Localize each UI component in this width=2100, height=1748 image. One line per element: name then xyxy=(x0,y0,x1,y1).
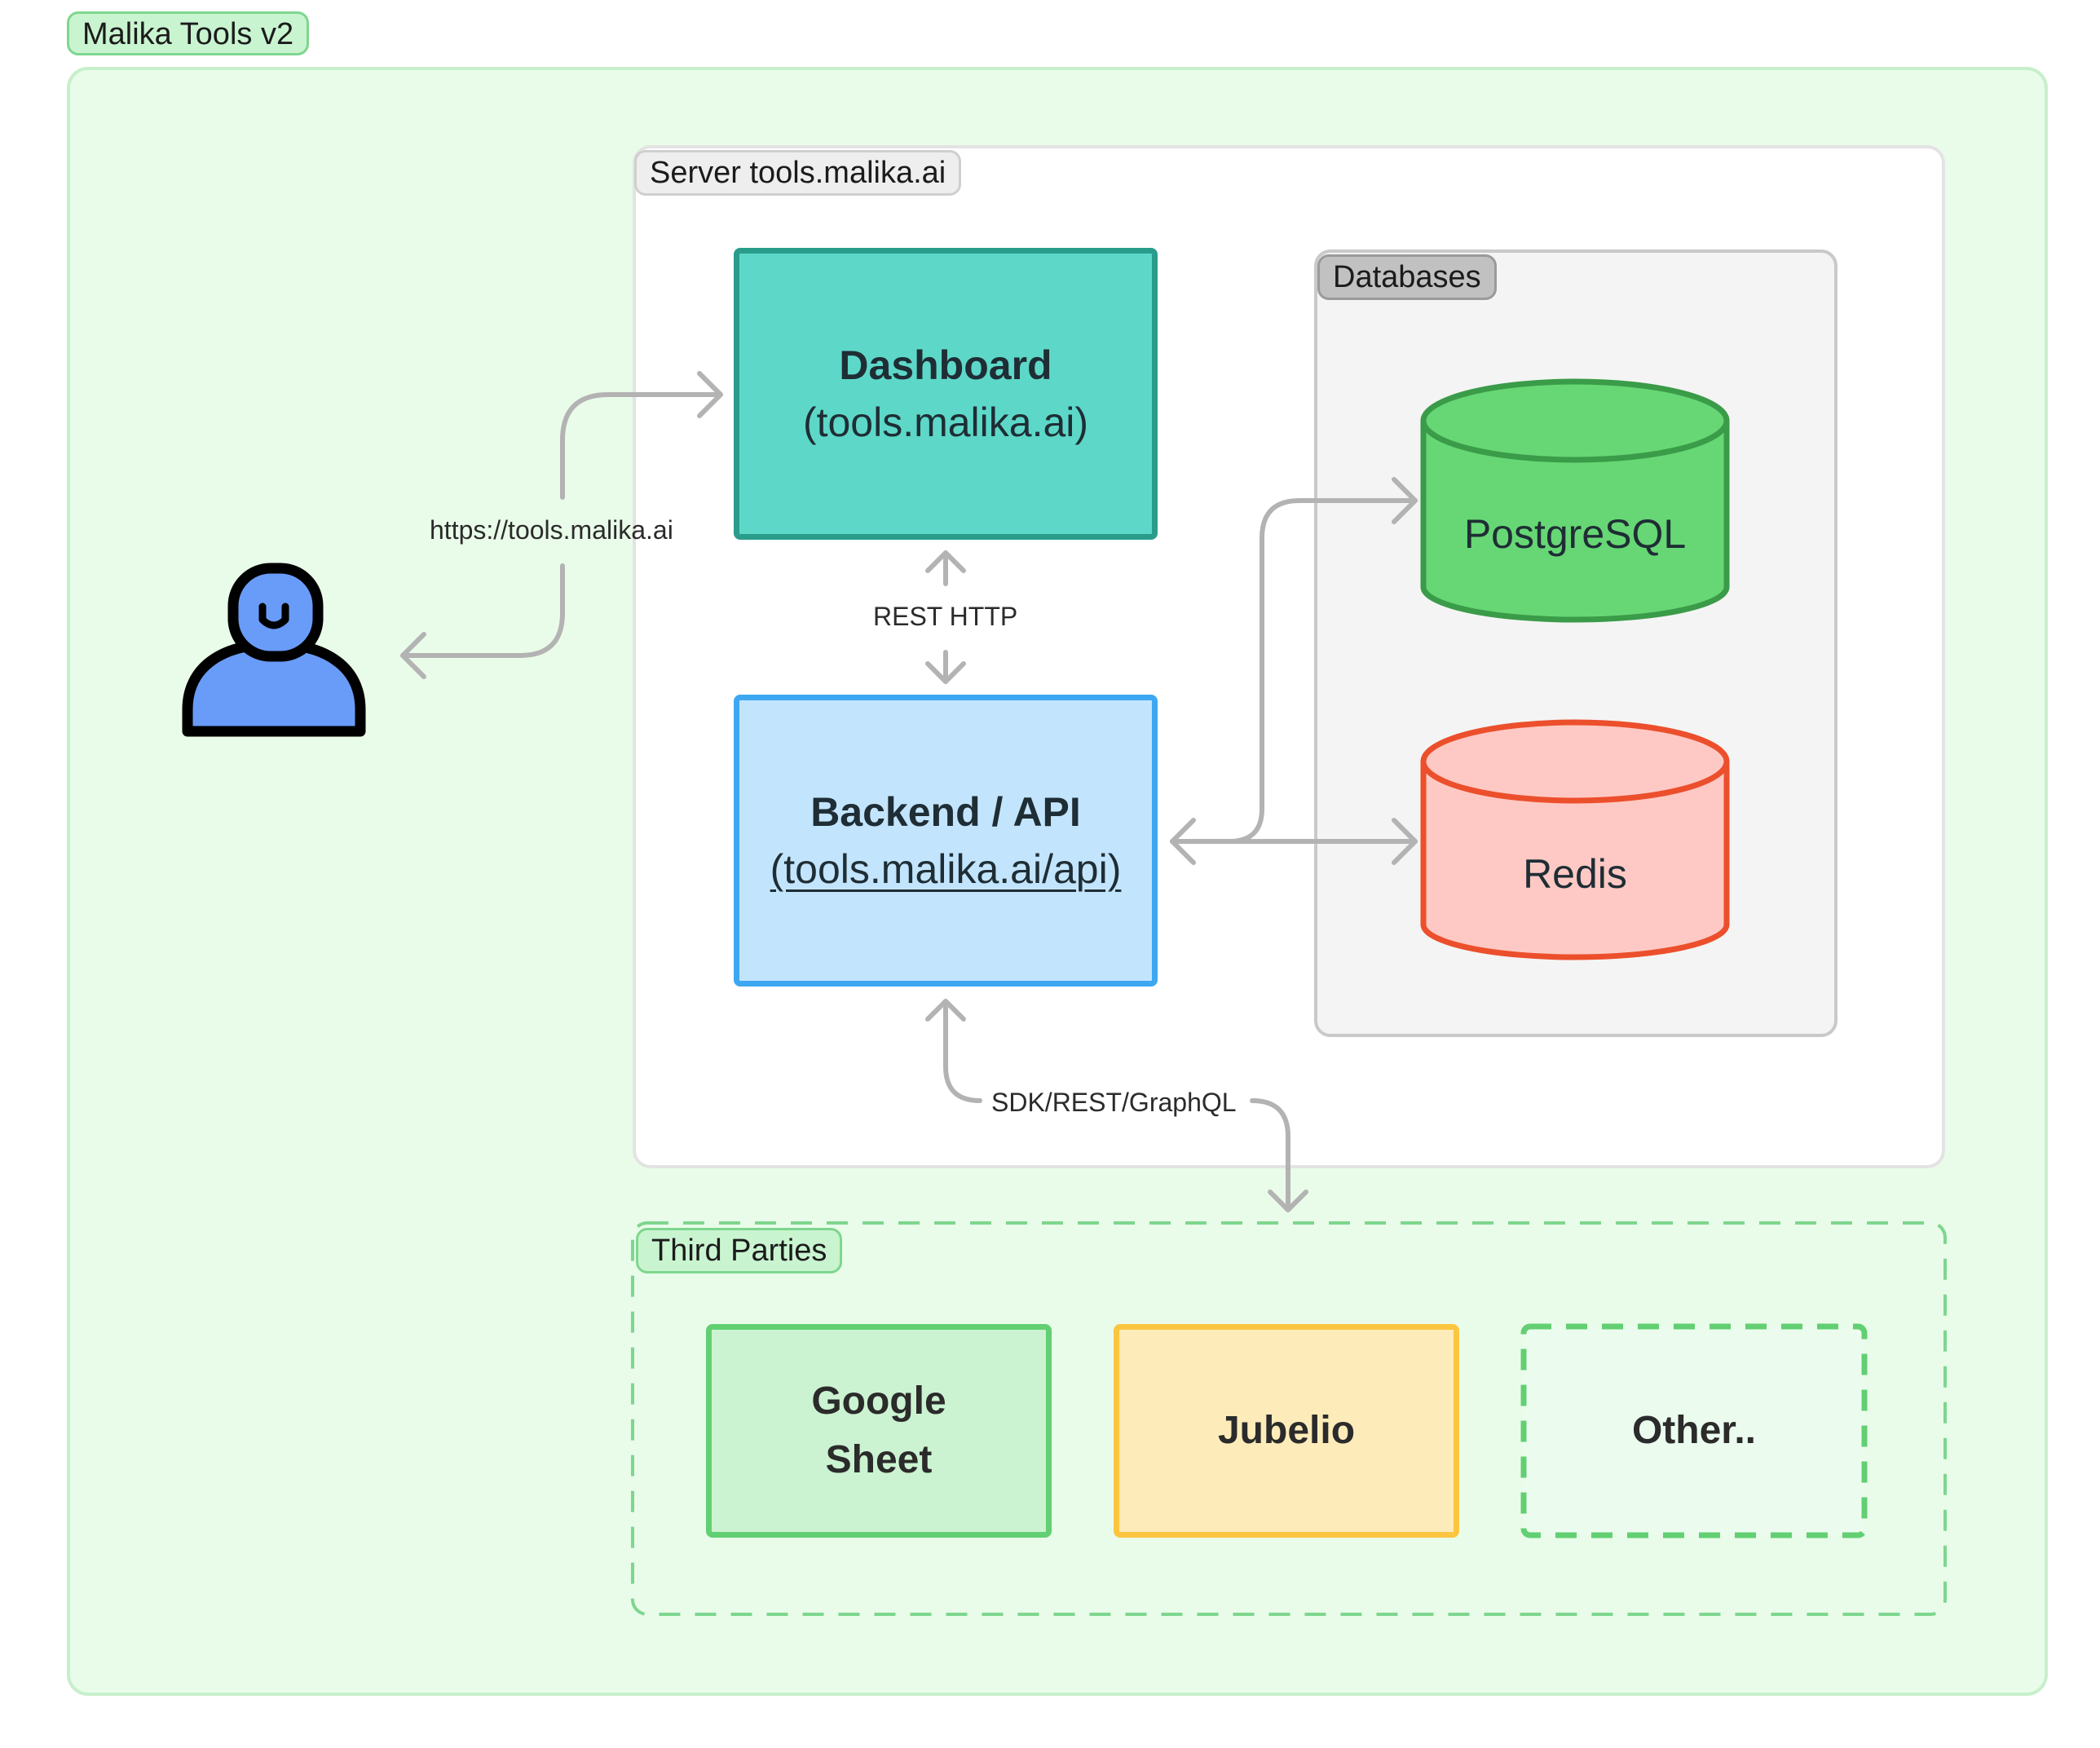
google-sheet-label: Google Sheet xyxy=(811,1379,946,1481)
postgresql-node[interactable] xyxy=(1423,380,1727,625)
edge-label-user-dashboard: https://tools.malika.ai xyxy=(430,515,673,545)
postgresql-label: PostgreSQL xyxy=(1463,511,1687,557)
backend-title: Backend / API xyxy=(810,789,1081,835)
outer-frame-title: Malika Tools v2 xyxy=(67,11,310,55)
google-sheet-node[interactable]: Google Sheet xyxy=(706,1324,1052,1538)
other-node[interactable]: Other.. xyxy=(1521,1324,1867,1538)
dashboard-node[interactable]: Dashboard (tools.malika.ai) xyxy=(734,248,1158,540)
third-parties-frame-title: Third Parties xyxy=(636,1228,843,1273)
backend-subtitle-link[interactable]: (tools.malika.ai/api) xyxy=(770,846,1122,892)
backend-node[interactable]: Backend / API (tools.malika.ai/api) xyxy=(734,695,1158,987)
jubelio-label: Jubelio xyxy=(1217,1409,1356,1452)
dashboard-subtitle: (tools.malika.ai) xyxy=(802,399,1089,445)
jubelio-node[interactable]: Jubelio xyxy=(1114,1324,1459,1538)
redis-node[interactable] xyxy=(1423,721,1727,962)
server-frame-title: Server tools.malika.ai xyxy=(634,150,962,196)
user-node[interactable] xyxy=(183,563,365,737)
edge-label-backend-third-parties: SDK/REST/GraphQL xyxy=(991,1088,1237,1117)
databases-frame-title: Databases xyxy=(1317,254,1497,300)
dashboard-title: Dashboard xyxy=(839,342,1052,388)
edge-label-dashboard-backend: REST HTTP xyxy=(873,602,1018,631)
other-label: Other.. xyxy=(1631,1409,1757,1452)
redis-label: Redis xyxy=(1523,851,1627,897)
